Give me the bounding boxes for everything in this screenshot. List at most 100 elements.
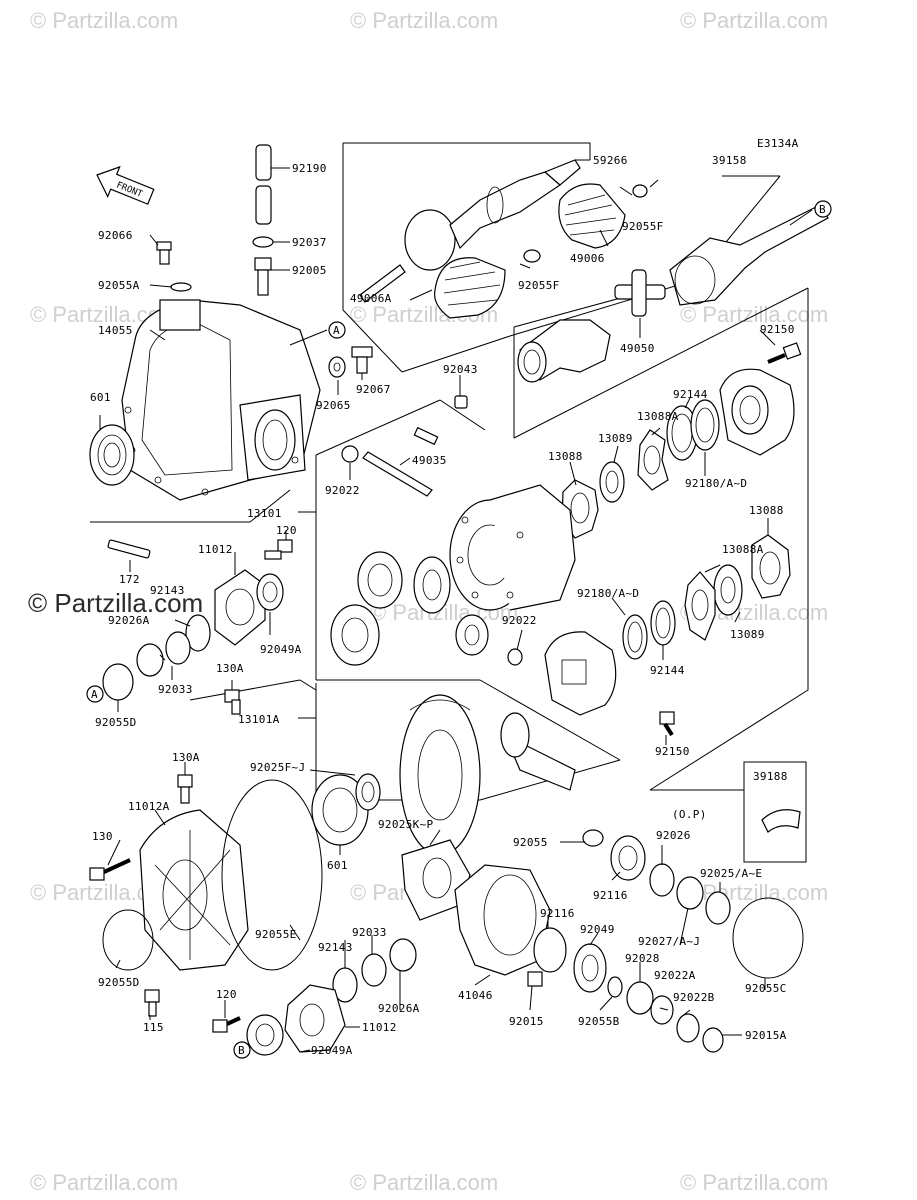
part-label: 92150 <box>760 323 795 336</box>
callout-b-label: B <box>238 1044 245 1057</box>
flange-right-top <box>719 368 795 456</box>
oring-92055D-a <box>102 663 134 701</box>
boot-49006A <box>433 257 506 319</box>
nut-92015 <box>527 971 543 987</box>
part-label: 92049 <box>580 923 615 936</box>
cam-13088A-b <box>684 571 716 641</box>
collar-92028 <box>626 981 654 1015</box>
callout-b-label: B <box>819 203 826 216</box>
part-label: 92116 <box>540 907 575 920</box>
oring-92055E <box>221 779 323 971</box>
part-label: 11012 <box>198 543 233 556</box>
pin-92190 <box>255 144 272 225</box>
callout-b-bottom: B <box>233 1041 251 1059</box>
part-labels: 92190 92037 92005 92066 92055A 14055 601… <box>90 154 795 1057</box>
watermark: © Partzilla.com <box>30 1170 178 1195</box>
part-label: (O.P) <box>672 808 707 821</box>
watermark: © Partzilla.com <box>680 8 828 33</box>
callout-b-top: B <box>814 200 832 218</box>
watermark-layer: © Partzilla.com © Partzilla.com © Partzi… <box>28 8 828 1195</box>
part-label: 92055A <box>98 279 140 292</box>
shaft-59266 <box>359 159 581 303</box>
part-label: 59266 <box>593 154 628 167</box>
part-label: 92037 <box>292 236 327 249</box>
washer-92033-b <box>361 953 387 987</box>
part-label: 13101 <box>247 507 282 520</box>
callout-a-label: A <box>91 688 98 701</box>
oring-92037 <box>252 236 274 248</box>
shim-92026 <box>649 863 675 897</box>
part-label: 41046 <box>458 989 493 1002</box>
part-label: 92022A <box>654 969 696 982</box>
part-label: 92055D <box>95 716 137 729</box>
group-lines <box>90 142 809 863</box>
part-label: 13089 <box>730 628 765 641</box>
part-label: 130A <box>216 662 244 675</box>
front-arrow-icon: FRONT <box>96 165 155 205</box>
bolt-130 <box>89 858 131 881</box>
oring-92055D-b <box>102 909 154 971</box>
cover-11012-b <box>284 984 346 1053</box>
part-label: 92143 <box>318 941 353 954</box>
cross-49050 <box>614 269 666 317</box>
oring-92143-a <box>185 614 211 652</box>
plate-13089-a <box>599 461 625 503</box>
part-label: 92144 <box>673 388 708 401</box>
watermark: © Partzilla.com <box>350 8 498 33</box>
part-label: 49035 <box>412 454 447 467</box>
oring-92055B <box>607 976 623 998</box>
part-label: 13089 <box>598 432 633 445</box>
boot-49006 <box>558 183 626 249</box>
ring-92022A <box>650 995 674 1025</box>
part-label: 130 <box>92 830 113 843</box>
watermark: © Partzilla.com <box>30 8 178 33</box>
flange-right-bottom <box>544 631 617 716</box>
part-label: 92180/A~D <box>685 477 747 490</box>
plate-13088-b <box>751 534 791 599</box>
part-label: 120 <box>216 988 237 1001</box>
shim-92026A-a <box>136 643 164 677</box>
part-label: 92027/A~J <box>638 935 700 948</box>
part-label: 13088A <box>722 543 764 556</box>
part-label: 92026A <box>108 614 150 627</box>
seal-92049A-a <box>256 573 284 611</box>
stud-172 <box>107 539 151 559</box>
part-label: 13101A <box>238 713 280 726</box>
shim-92025FJ <box>355 773 381 811</box>
bearing-601 <box>89 424 135 486</box>
bolt-92150-a <box>767 342 802 364</box>
part-label: 11012A <box>128 800 170 813</box>
watermark-dark: © Partzilla.com <box>28 588 203 618</box>
shim-92180-a <box>690 399 720 451</box>
oring-92055 <box>582 829 604 847</box>
part-label: 92025F~J <box>250 761 305 774</box>
bolt-92067 <box>351 346 373 374</box>
diagram-code: E3134A <box>757 137 799 150</box>
part-label: 92066 <box>98 229 133 242</box>
part-label: 92049A <box>260 643 302 656</box>
leader-lines <box>99 159 813 1053</box>
watermark: © Partzilla.com <box>680 302 828 327</box>
part-label: 49050 <box>620 342 655 355</box>
gears-13101 <box>330 551 489 666</box>
part-label: 14055 <box>98 324 133 337</box>
part-label: 39158 <box>712 154 747 167</box>
part-label: 92067 <box>356 383 391 396</box>
plate-13089-b <box>713 564 743 616</box>
part-label: 92015 <box>509 1015 544 1028</box>
part-label: 92055F <box>622 220 664 233</box>
cover-11012A <box>139 809 249 971</box>
part-label: 92055D <box>98 976 140 989</box>
callout-a-label: A <box>333 324 340 337</box>
part-label: 92025/A~E <box>700 867 762 880</box>
part-label: 92180/A~D <box>577 587 639 600</box>
washer-92022-a <box>341 445 359 463</box>
plug-92066 <box>156 241 172 265</box>
part-label: 601 <box>327 859 348 872</box>
part-label: 92033 <box>158 683 193 696</box>
ring-gear-13101A <box>399 694 576 856</box>
oring-92055A <box>170 282 192 292</box>
bolt-115 <box>144 989 160 1017</box>
part-label: 49006A <box>350 292 392 305</box>
cam-13088A-a <box>637 429 669 491</box>
